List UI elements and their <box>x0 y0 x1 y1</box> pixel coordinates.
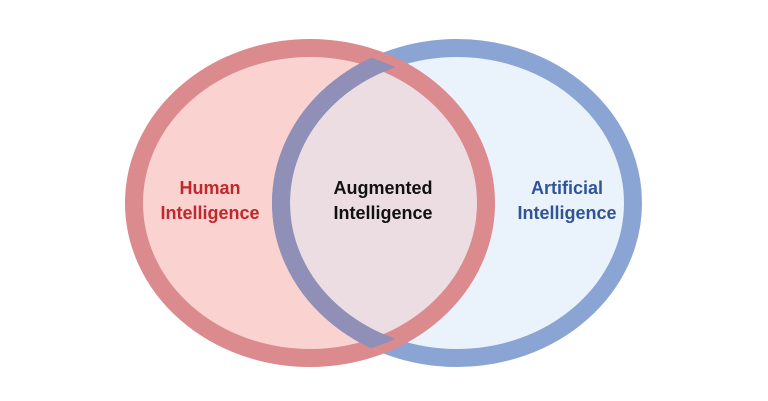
human-intelligence-label-line1: Human <box>179 178 241 198</box>
augmented-intelligence-overlap-fill <box>281 48 486 358</box>
overlap-ring-segment <box>272 48 486 358</box>
augmented-intelligence-label-line1: Augmented <box>333 178 433 198</box>
artificial-intelligence-label: Artificial Intelligence <box>477 176 657 226</box>
human-intelligence-label: Human Intelligence <box>120 176 300 226</box>
human-intelligence-label-line2: Intelligence <box>160 203 260 223</box>
human-intelligence-ring <box>125 39 495 367</box>
augmented-intelligence-label-line2: Intelligence <box>333 203 433 223</box>
artificial-intelligence-label-line2: Intelligence <box>517 203 617 223</box>
augmented-intelligence-label: Augmented Intelligence <box>293 176 473 226</box>
artificial-intelligence-label-line1: Artificial <box>530 178 604 198</box>
